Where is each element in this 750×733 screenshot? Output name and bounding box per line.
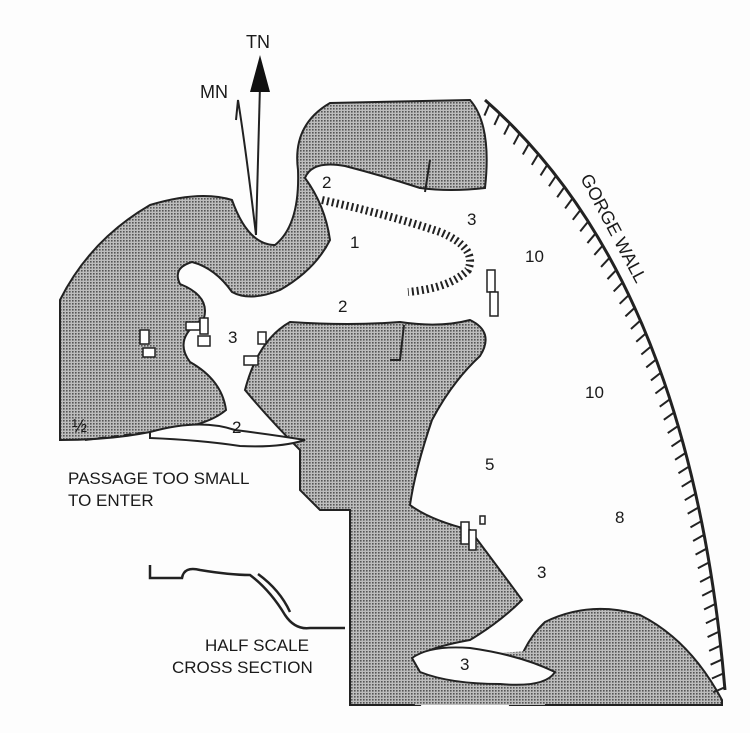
boulders xyxy=(139,269,499,551)
depth-label: 3 xyxy=(467,210,476,229)
passage-note-line2: TO ENTER xyxy=(68,491,154,510)
gorge-wall-tick xyxy=(650,371,662,382)
bottom-pool xyxy=(410,646,557,686)
gorge-wall-tick xyxy=(699,575,712,583)
gorge-wall-tick xyxy=(640,345,652,356)
gorge-wall-tick xyxy=(677,465,690,475)
rock-upper-left xyxy=(59,98,488,442)
depth-label: 10 xyxy=(525,247,544,266)
gorge-wall-tick xyxy=(710,658,723,666)
gorge-wall-tick xyxy=(705,616,718,625)
gorge-wall-tick xyxy=(606,269,617,280)
gorge-wall-tick xyxy=(618,294,630,305)
gorge-wall-tick xyxy=(586,232,597,244)
gorge-wall-tick xyxy=(674,452,687,461)
gorge-wall-tick xyxy=(689,520,702,529)
gorge-wall-tick xyxy=(630,319,642,330)
gorge-wall-tick xyxy=(667,425,679,434)
gorge-wall-tick xyxy=(654,385,667,395)
gorge-wall-ticks xyxy=(483,103,726,694)
depth-label: 3 xyxy=(537,563,546,582)
depth-label: 3 xyxy=(460,655,469,674)
depth-label: 1 xyxy=(350,233,359,252)
gorge-wall-tick xyxy=(635,332,647,343)
gorge-wall-tick xyxy=(530,153,540,166)
half-label: ½ xyxy=(72,416,87,436)
gorge-wall-tick xyxy=(659,398,671,408)
gorge-wall-tick xyxy=(548,175,557,187)
gorge-wall-tick xyxy=(539,164,549,177)
gorge-wall-tick xyxy=(695,547,708,556)
gorge-wall-tick xyxy=(692,533,705,542)
true-north-label: TN xyxy=(246,32,270,52)
gorge-wall-tick xyxy=(708,644,722,652)
small-passage xyxy=(84,431,151,441)
gorge-wall-tick xyxy=(503,122,511,135)
gorge-wall-tick xyxy=(521,143,530,156)
depth-label: 2 xyxy=(232,418,241,437)
gorge-wall-tick xyxy=(512,132,521,145)
gorge-wall-tick xyxy=(703,602,716,611)
gorge-wall-tick xyxy=(572,209,582,221)
gorge-wall-tick xyxy=(701,589,714,597)
survey-line xyxy=(424,159,431,193)
gorge-wall-label: GORGE WALL xyxy=(576,170,650,286)
depth-label: 5 xyxy=(485,455,494,474)
passage-floor xyxy=(149,423,306,448)
gorge-wall-tick xyxy=(579,220,589,232)
gorge-wall-tick xyxy=(612,281,624,293)
cross-section-line2: CROSS SECTION xyxy=(172,658,313,677)
ledge-slope xyxy=(321,196,474,296)
survey-mark xyxy=(390,324,405,361)
gorge-wall-tick xyxy=(697,561,710,570)
gorge-wall-tick xyxy=(663,411,675,421)
depth-label: 10 xyxy=(585,383,604,402)
gorge-wall-tick xyxy=(707,630,720,638)
gorge-wall-tick xyxy=(483,103,491,116)
depth-label: 3 xyxy=(228,328,237,347)
gorge-wall-tick xyxy=(645,358,657,369)
magnetic-north-label: MN xyxy=(200,82,228,102)
gorge-wall-tick xyxy=(670,438,683,448)
depth-label: 2 xyxy=(338,297,347,316)
depth-label: 2 xyxy=(322,173,331,192)
gorge-wall-line xyxy=(484,98,727,691)
gorge-wall-tick xyxy=(493,113,501,126)
gorge-wall-tick xyxy=(687,506,700,515)
gorge-wall-tick xyxy=(564,197,574,210)
gorge-wall-tick xyxy=(684,492,697,502)
north-arrow-icon xyxy=(235,55,270,236)
gorge-wall-tick xyxy=(600,257,611,268)
gorge-wall-tick xyxy=(624,307,636,318)
passage-note-line1: PASSAGE TOO SMALL xyxy=(68,469,249,488)
cross-section-line1: HALF SCALE xyxy=(205,636,309,655)
gorge-wall-tick xyxy=(681,479,693,488)
cross-section-profile xyxy=(148,565,345,630)
gorge-wall-tick xyxy=(712,686,726,694)
depth-label: 8 xyxy=(615,508,624,527)
gorge-wall-tick xyxy=(711,672,724,680)
gorge-wall-tick xyxy=(556,186,566,198)
gorge-wall-tick xyxy=(593,244,604,256)
